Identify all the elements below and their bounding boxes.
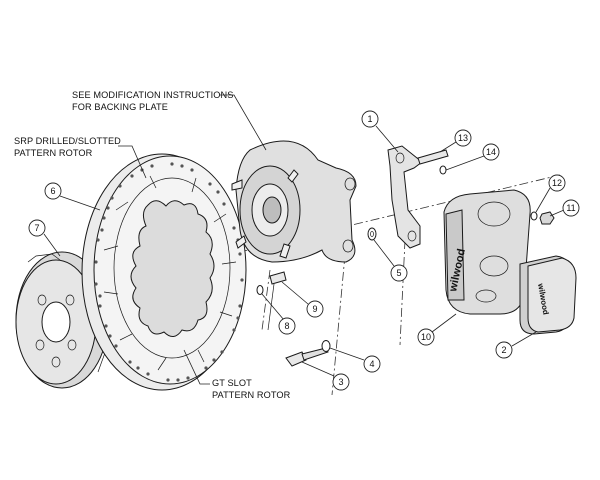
callout-8-number: 8 xyxy=(284,321,289,331)
callout-5-number: 5 xyxy=(396,268,401,278)
bolt-part-3 xyxy=(285,347,329,367)
rotor-slots xyxy=(103,175,237,371)
gt-label-line-2: PATTERN ROTOR xyxy=(212,390,291,400)
washer-part-12 xyxy=(530,211,538,221)
washer-part-4 xyxy=(321,340,331,352)
callout-7: 7 xyxy=(28,219,61,257)
callout-9-number: 9 xyxy=(312,304,317,314)
callout-3-number: 3 xyxy=(338,377,343,387)
callout-2-number: 2 xyxy=(501,345,506,355)
callout-2: 2 xyxy=(495,331,537,359)
callout-6: 6 xyxy=(44,182,101,211)
note-gt-rotor: GT SLOT PATTERN ROTOR xyxy=(183,349,291,400)
callout-3: 3 xyxy=(301,361,350,391)
nut-part-11 xyxy=(539,211,555,225)
callout-12-number: 12 xyxy=(552,178,562,188)
caliper-bracket-part-1 xyxy=(387,145,423,249)
callout-4: 4 xyxy=(329,347,381,373)
srp-label-line-1: SRP DRILLED/SLOTTED xyxy=(14,136,121,146)
modification-label-line-1: SEE MODIFICATION INSTRUCTIONS xyxy=(72,90,233,100)
washer-part-8 xyxy=(256,285,264,295)
callout-8: 8 xyxy=(261,293,296,335)
rotor-drill-holes xyxy=(94,162,244,382)
caliper-part-10: wilwood xyxy=(443,189,531,315)
callout-13: 13 xyxy=(439,129,472,153)
callout-13-number: 13 xyxy=(458,133,468,143)
note-backing-plate: SEE MODIFICATION INSTRUCTIONS FOR BACKIN… xyxy=(72,90,267,151)
srp-label-line-2: PATTERN ROTOR xyxy=(14,148,93,158)
callout-14: 14 xyxy=(445,143,500,171)
callout-12: 12 xyxy=(535,174,566,213)
bolt-part-13 xyxy=(417,149,449,165)
callout-11: 11 xyxy=(549,199,580,217)
gt-label-line-1: GT SLOT xyxy=(212,378,252,388)
hub-backing-plate xyxy=(231,140,357,263)
rotor-part-6 xyxy=(81,153,247,391)
callout-9: 9 xyxy=(281,281,324,318)
callout-10: 10 xyxy=(417,313,457,346)
callout-6-number: 6 xyxy=(50,186,55,196)
washer-part-5 xyxy=(367,227,377,241)
callout-11-number: 11 xyxy=(566,203,575,213)
bolt-part-9 xyxy=(267,271,287,331)
washer-part-14 xyxy=(439,165,447,175)
callout-14-number: 14 xyxy=(486,147,496,157)
callout-1-number: 1 xyxy=(367,114,372,124)
callout-5: 5 xyxy=(373,239,408,282)
callout-1: 1 xyxy=(361,110,399,153)
modification-label-line-2: FOR BACKING PLATE xyxy=(72,102,168,112)
callout-4-number: 4 xyxy=(369,359,374,369)
brake-pads-part-2: wilwood xyxy=(519,255,577,335)
note-srp-rotor: SRP DRILLED/SLOTTED PATTERN ROTOR xyxy=(14,136,147,179)
callout-10-number: 10 xyxy=(421,332,431,342)
callout-7-number: 7 xyxy=(34,223,39,233)
